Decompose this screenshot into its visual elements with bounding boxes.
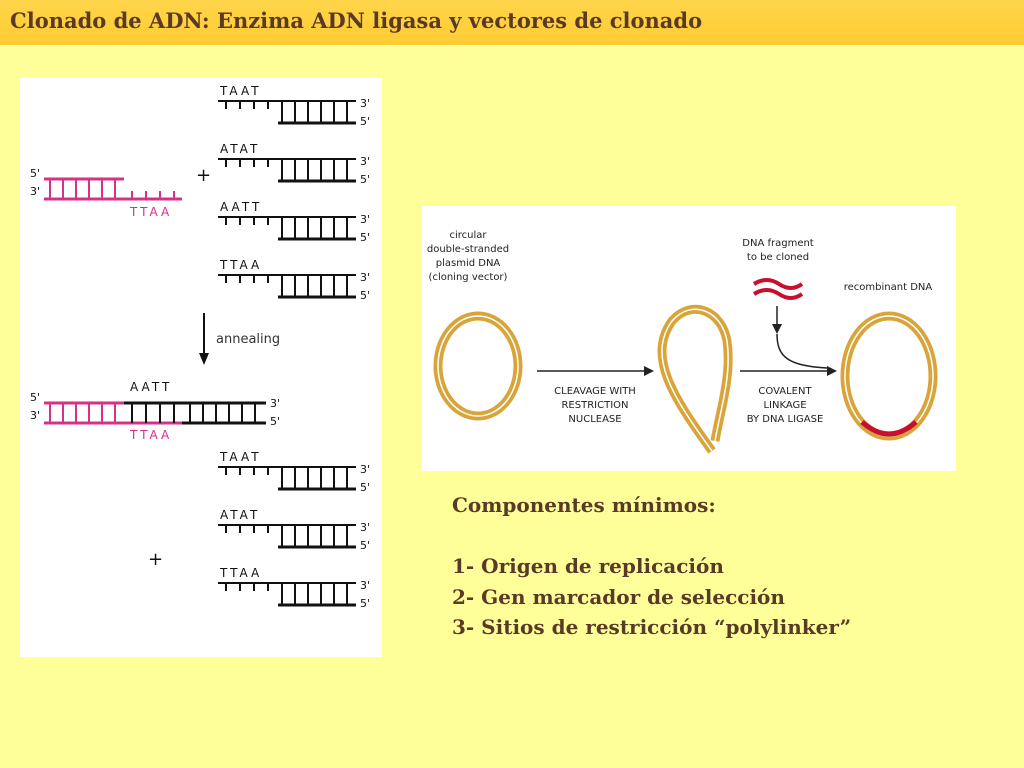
prime-3: 3' <box>30 409 40 422</box>
prime-3: 3' <box>360 579 370 592</box>
plasmid-label-line: double-stranded <box>427 244 509 255</box>
components-list: Componentes mínimos: 1- Origen de replic… <box>452 490 1012 643</box>
plasmid-label-line: plasmid DNA <box>436 258 501 269</box>
prime-3: 3' <box>360 97 370 110</box>
component-item: 1- Origen de replicación <box>452 554 724 578</box>
product-top-label: AATT <box>130 380 172 394</box>
sequence-label: TTAA <box>219 258 262 272</box>
plasmid-label-line: circular <box>449 230 487 241</box>
prime-5: 5' <box>360 539 370 552</box>
component-item: 3- Sitios de restricción “polylinker” <box>452 615 852 639</box>
plus-sign: + <box>196 165 211 186</box>
prime-3: 3' <box>30 185 40 198</box>
cleavage-label-line: RESTRICTION <box>561 400 628 411</box>
prime-3: 3' <box>270 397 280 410</box>
prime-5: 5' <box>270 415 280 428</box>
prime-5: 5' <box>30 167 40 180</box>
dna-fragment <box>752 278 804 300</box>
recombinant-plasmid <box>840 311 938 441</box>
plus-sign: + <box>148 549 163 570</box>
sequence-label: AATT <box>220 200 262 214</box>
cleavage-label-line: NUCLEASE <box>568 414 621 425</box>
plasmid-label-line: (cloning vector) <box>429 272 508 283</box>
annealing-arrowhead <box>199 353 209 365</box>
pink-overhang-label: TTAA <box>129 205 172 219</box>
sequence-label: ATAT <box>220 142 260 156</box>
prime-5: 5' <box>360 289 370 302</box>
prime-5: 5' <box>360 481 370 494</box>
linkage-label-line: BY DNA LIGASE <box>747 414 824 425</box>
fragment-label-line: to be cloned <box>747 252 809 263</box>
ligation-arrow <box>740 306 837 376</box>
cloning-diagram: circular double-stranded plasmid DNA (cl… <box>427 230 938 454</box>
prime-5: 5' <box>360 115 370 128</box>
open-plasmid <box>657 304 733 454</box>
annealing-label: annealing <box>216 332 280 347</box>
sequence-label: TAAT <box>219 84 262 98</box>
prime-3: 3' <box>360 155 370 168</box>
prime-3: 3' <box>360 521 370 534</box>
prime-5: 5' <box>360 173 370 186</box>
recombinant-label: recombinant DNA <box>844 282 933 293</box>
plasmid-ring <box>433 311 523 421</box>
sequence-label: TTAA <box>219 566 262 580</box>
annealing-diagram: TAAT 3' 5' ATAT 3' 5' AATT 3' 5' TTAA 3' 5' 5' 3' TTAA… <box>30 84 370 610</box>
linkage-label-line: LINKAGE <box>763 400 806 411</box>
component-item: 2- Gen marcador de selección <box>452 584 785 609</box>
prime-5: 5' <box>360 231 370 244</box>
sequence-label: TAAT <box>219 450 262 464</box>
cleavage-arrow <box>537 366 654 376</box>
prime-5: 5' <box>30 391 40 404</box>
cleavage-label-line: CLEAVAGE WITH <box>554 386 636 397</box>
title-bar: Clonado de ADN: Enzima ADN ligasa y vect… <box>0 0 1024 45</box>
components-spacer <box>452 521 1012 552</box>
slide-title: Clonado de ADN: Enzima ADN ligasa y vect… <box>10 8 703 33</box>
linkage-label-line: COVALENT <box>758 386 812 397</box>
fragment-label-line: DNA fragment <box>742 238 814 249</box>
product-bottom-label: TTAA <box>129 428 172 442</box>
prime-5: 5' <box>360 597 370 610</box>
prime-3: 3' <box>360 463 370 476</box>
annealing-figure: TAAT 3' 5' ATAT 3' 5' AATT 3' 5' TTAA 3' 5' 5' 3' TTAA… <box>20 77 382 657</box>
sequence-label: ATAT <box>220 508 260 522</box>
prime-3: 3' <box>360 271 370 284</box>
cloning-figure: circular double-stranded plasmid DNA (cl… <box>422 206 956 471</box>
components-heading: Componentes mínimos: <box>452 493 716 517</box>
prime-3: 3' <box>360 213 370 226</box>
